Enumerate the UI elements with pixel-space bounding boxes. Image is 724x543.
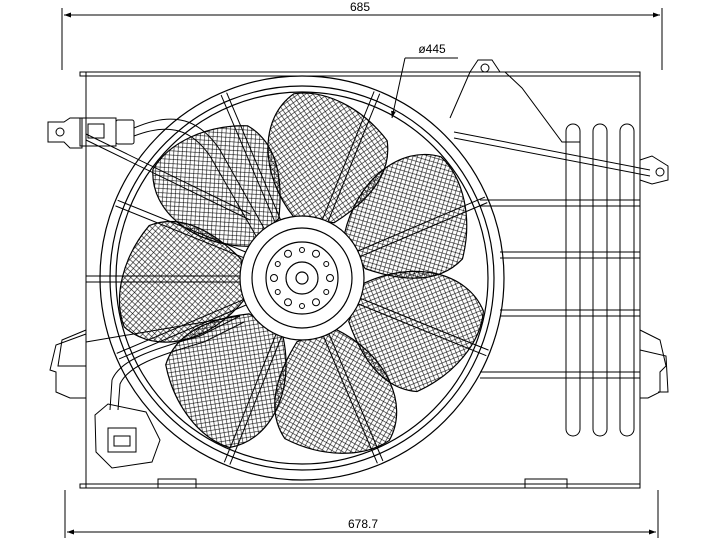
- hub-hole: [299, 247, 305, 253]
- diameter-callout: ø445: [391, 42, 458, 119]
- hub-hole: [323, 261, 330, 267]
- fan-spoke: [116, 299, 247, 360]
- fan-ring: [99, 75, 505, 481]
- hub-hole: [312, 298, 320, 307]
- fan-spoke: [220, 92, 281, 223]
- hub-hole: [323, 289, 330, 295]
- hub-hole: [284, 249, 292, 258]
- top-dimension: 685: [61, 0, 663, 70]
- fan-hub: [239, 215, 365, 341]
- hub-hole: [299, 303, 305, 309]
- fan-diameter-label: ø445: [418, 42, 446, 56]
- right-tab: [639, 155, 669, 185]
- hub-bolt-holes: [270, 247, 334, 309]
- fan-spoke: [115, 199, 246, 259]
- hub-hole: [274, 289, 281, 295]
- fan-blades: [118, 92, 485, 454]
- shroud-frame: [49, 59, 669, 489]
- hub-hole: [312, 249, 320, 258]
- fan-spoke: [223, 334, 283, 465]
- fan-spokes: [115, 91, 489, 465]
- hub-hole: [270, 274, 278, 282]
- fan-spoke: [357, 196, 488, 257]
- hub-hole: [326, 274, 334, 282]
- bottom-dimension: 678.7: [64, 490, 659, 538]
- fan-spoke: [321, 91, 381, 222]
- hub-hole: [284, 298, 292, 307]
- radiator-tubes: [565, 123, 635, 437]
- fan-spoke: [323, 333, 384, 464]
- fan-spoke: [358, 297, 489, 357]
- hub-hole: [274, 261, 281, 267]
- top-width-label: 685: [350, 0, 370, 14]
- bottom-width-label: 678.7: [348, 517, 378, 531]
